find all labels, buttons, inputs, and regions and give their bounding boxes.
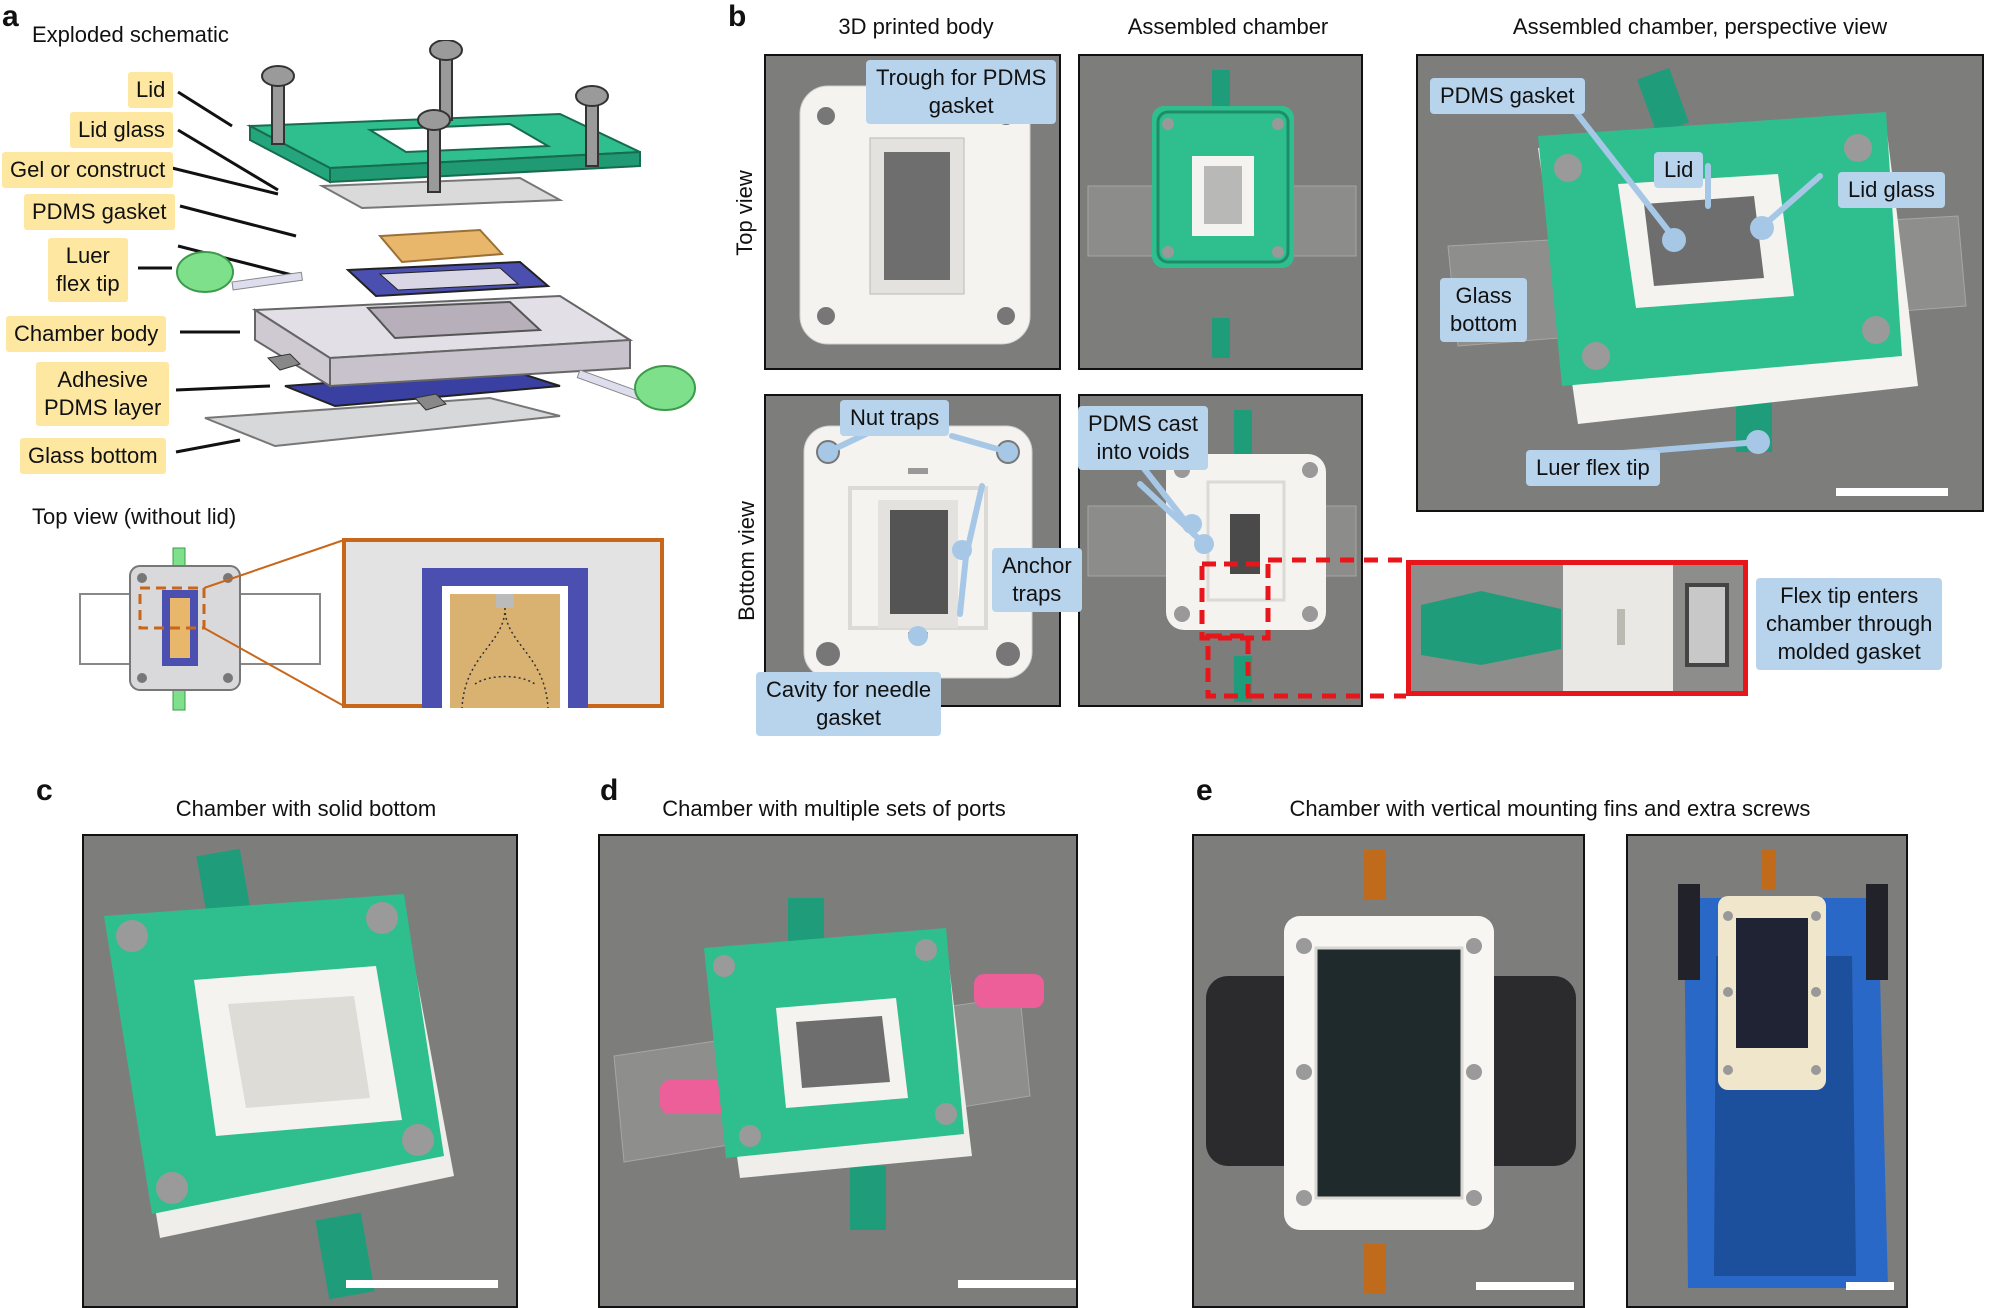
row-label-bottom-view: Bottom view — [734, 501, 759, 621]
panel-d-letter: d — [600, 774, 619, 807]
panel-e-title: Chamber with vertical mounting fins and … — [1289, 796, 1811, 821]
panel-a-title: Exploded schematic — [32, 22, 229, 47]
exploded-schematic-drawing — [138, 40, 696, 454]
scalebar-e-front — [1476, 1282, 1574, 1290]
label-adhesive-line1: Adhesive — [57, 367, 148, 392]
label-luer-line2: flex tip — [56, 271, 120, 296]
panel-d-title: Chamber with multiple sets of ports — [662, 796, 1006, 821]
col-heading-assembled: Assembled chamber — [1127, 14, 1329, 39]
label-luer-flex-tip: Luer flex tip — [48, 238, 128, 302]
scalebar-c — [346, 1280, 498, 1288]
label-gel-construct: Gel or construct — [2, 152, 174, 188]
label-chamber-body: Chamber body — [6, 316, 167, 352]
scalebar-perspective — [1836, 488, 1948, 496]
label-b-lid-glass: Lid glass — [1838, 172, 1945, 208]
label-flex-tip-enters: Flex tip enters chamber through molded g… — [1756, 578, 1943, 670]
label-flex-line2: chamber through — [1766, 611, 1933, 636]
scalebar-d — [958, 1280, 1076, 1288]
label-flex-line1: Flex tip enters — [1780, 583, 1919, 608]
label-trough-line2: gasket — [928, 93, 994, 118]
col-heading-3d-printed: 3D printed body — [838, 14, 994, 39]
label-b-luer-flex-tip: Luer flex tip — [1526, 450, 1660, 486]
label-cast-line2: into voids — [1096, 439, 1190, 464]
label-luer-line1: Luer — [65, 243, 110, 268]
row-label-top-view: Top view — [732, 170, 757, 256]
label-b-glass-bottom: Glass bottom — [1440, 278, 1528, 342]
label-glass-line2: bottom — [1450, 311, 1518, 336]
label-cavity-line2: gasket — [816, 705, 881, 730]
label-nut-traps: Nut traps — [840, 400, 950, 436]
photo-multiple-ports — [598, 834, 1078, 1308]
label-glass-bottom: Glass bottom — [20, 438, 166, 474]
label-b-lid: Lid — [1654, 152, 1704, 188]
photo-zoom-inset — [1406, 560, 1748, 696]
photo-solid-bottom — [82, 834, 518, 1308]
label-cavity-needle: Cavity for needle gasket — [756, 672, 942, 736]
photo-body-bottom — [764, 394, 1061, 707]
photo-perspective — [1416, 54, 1984, 512]
panel-e-letter: e — [1196, 774, 1213, 807]
label-glass-line1: Glass — [1455, 283, 1512, 308]
label-pdms-gasket: PDMS gasket — [24, 194, 175, 230]
label-cavity-line1: Cavity for needle — [766, 677, 932, 702]
photo-assembled-top — [1078, 54, 1363, 370]
label-trough-line1: Trough for PDMS — [876, 65, 1047, 90]
panel-c-title: Chamber with solid bottom — [175, 796, 437, 821]
label-anchor-traps: Anchor traps — [992, 548, 1082, 612]
label-trough-pdms: Trough for PDMS gasket — [866, 60, 1057, 124]
label-adhesive-pdms: Adhesive PDMS layer — [36, 362, 170, 426]
label-adhesive-line2: PDMS layer — [44, 395, 162, 420]
label-flex-line3: molded gasket — [1777, 639, 1921, 664]
label-cast-line1: PDMS cast — [1088, 411, 1199, 436]
label-anchor-line1: Anchor — [1002, 553, 1072, 578]
panel-a-letter: a — [2, 0, 19, 33]
scalebar-e-side — [1846, 1282, 1894, 1290]
col-heading-perspective: Assembled chamber, perspective view — [1512, 14, 1888, 39]
label-anchor-line2: traps — [1012, 581, 1062, 606]
label-pdms-cast: PDMS cast into voids — [1078, 406, 1209, 470]
label-b-pdms-gasket: PDMS gasket — [1430, 78, 1585, 114]
topview-title: Top view (without lid) — [32, 504, 237, 529]
panel-c-letter: c — [36, 774, 53, 807]
label-lid: Lid — [128, 72, 174, 108]
photo-mounting-fins-side — [1626, 834, 1908, 1308]
photo-mounting-fins-front — [1192, 834, 1585, 1308]
label-lid-glass: Lid glass — [70, 112, 173, 148]
topview-schematic — [79, 538, 664, 711]
panel-b-letter: b — [728, 0, 747, 33]
